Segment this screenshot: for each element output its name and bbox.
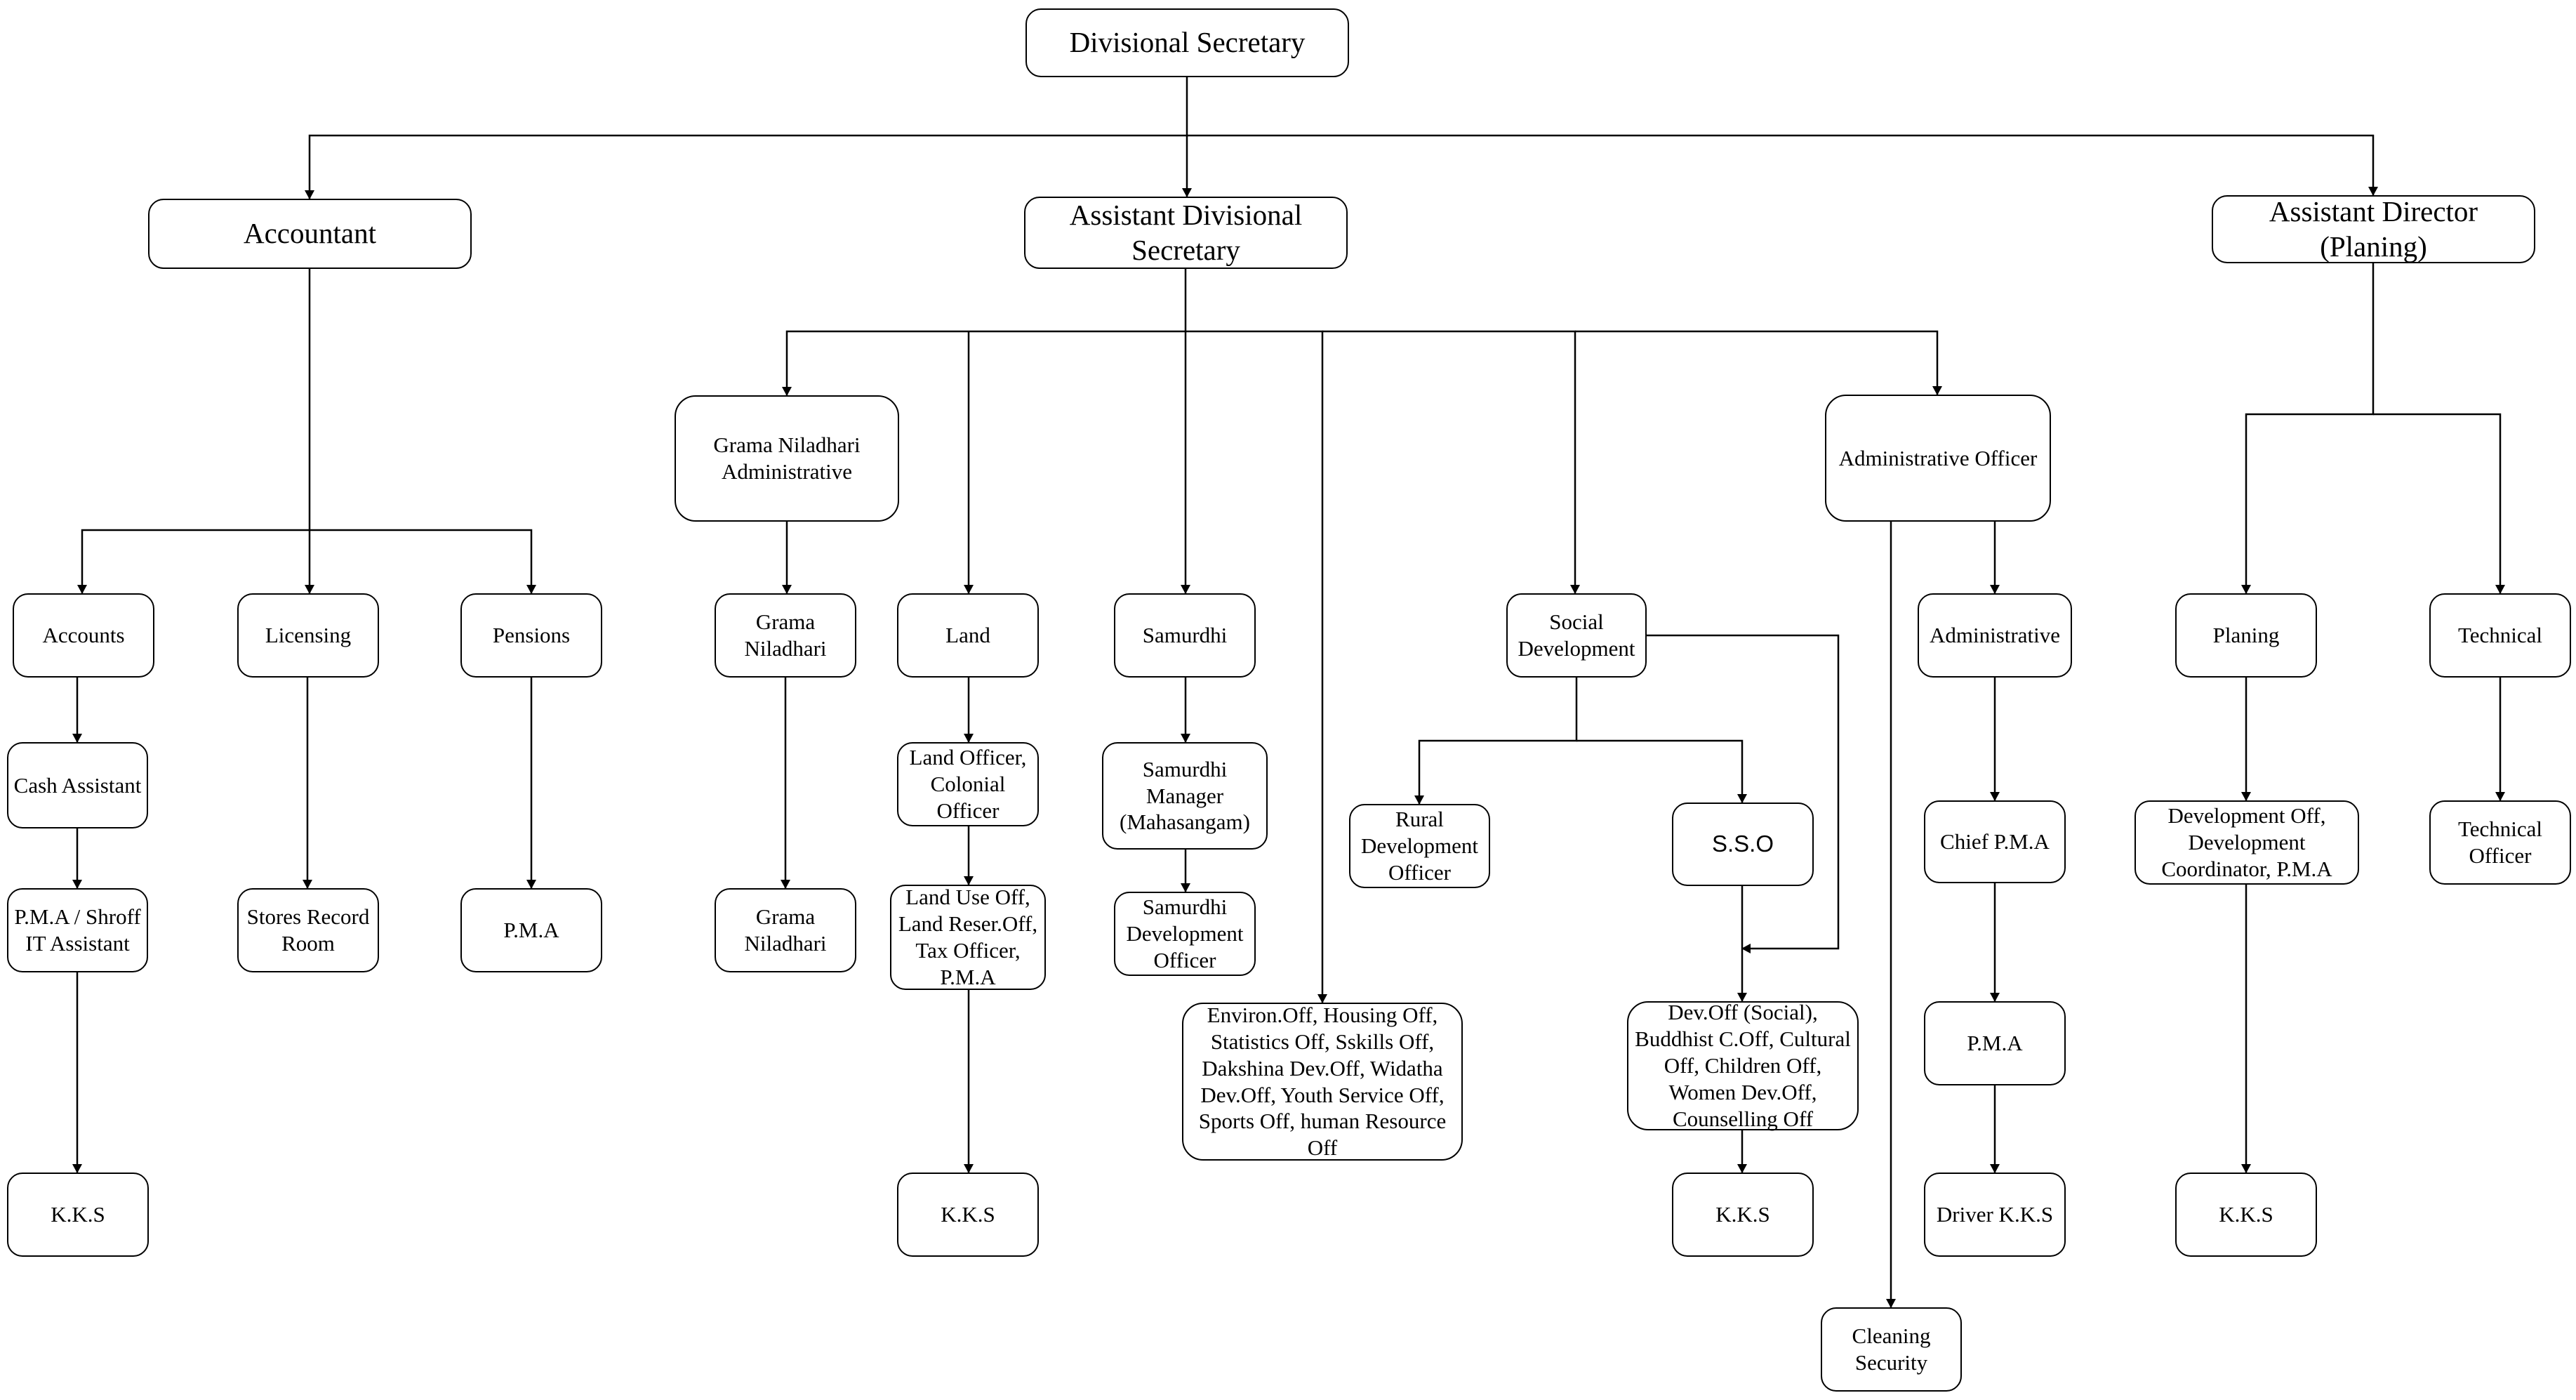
node-grama-niladhari-administrative: Grama Niladhari Administrative bbox=[675, 395, 899, 522]
node-accounts: Accounts bbox=[13, 593, 154, 678]
node-land-officer-colonial-officer: Land Officer, Colonial Officer bbox=[897, 742, 1039, 826]
node-pma-shroff-it-assistant: P.M.A / Shroff IT Assistant bbox=[7, 888, 148, 972]
node-grama-niladhari-1: Grama Niladhari bbox=[715, 593, 856, 678]
node-planing-kks: K.K.S bbox=[2175, 1173, 2317, 1257]
node-admin-pma: P.M.A bbox=[1924, 1001, 2066, 1085]
node-social-development: Social Development bbox=[1506, 593, 1647, 678]
node-samurdhi-development-officer: Samurdhi Development Officer bbox=[1114, 892, 1256, 976]
node-sso: S.S.O bbox=[1672, 803, 1814, 886]
node-pensions: Pensions bbox=[460, 593, 602, 678]
node-accountant: Accountant bbox=[148, 199, 472, 269]
node-dev-off-social: Dev.Off (Social), Buddhist C.Off, Cultur… bbox=[1627, 1000, 1859, 1131]
node-licensing: Licensing bbox=[237, 593, 379, 678]
node-social-kks: K.K.S bbox=[1672, 1173, 1814, 1257]
node-administrative: Administrative bbox=[1918, 593, 2072, 678]
node-grama-niladhari-2: Grama Niladhari bbox=[715, 888, 856, 972]
node-cleaning-security: Cleaning Security bbox=[1821, 1307, 1962, 1392]
node-accounts-kks: K.K.S bbox=[7, 1173, 149, 1257]
node-development-off-coordinator: Development Off, Development Coordinator… bbox=[2135, 800, 2359, 885]
node-technical: Technical bbox=[2429, 593, 2571, 678]
node-pensions-pma: P.M.A bbox=[460, 888, 602, 972]
node-environ-housing-statistics-officers: Environ.Off, Housing Off, Statistics Off… bbox=[1182, 1003, 1463, 1161]
node-rural-development-officer: Rural Development Officer bbox=[1349, 804, 1490, 888]
node-stores-record-room: Stores Record Room bbox=[237, 888, 379, 972]
node-land-use-off: Land Use Off, Land Reser.Off, Tax Office… bbox=[890, 885, 1046, 990]
node-land-kks: K.K.S bbox=[897, 1173, 1039, 1257]
node-chief-pma: Chief P.M.A bbox=[1924, 800, 2066, 883]
node-technical-officer: Technical Officer bbox=[2429, 800, 2571, 885]
node-planing: Planing bbox=[2175, 593, 2317, 678]
node-land: Land bbox=[897, 593, 1039, 678]
node-administrative-officer: Administrative Officer bbox=[1825, 395, 2051, 522]
node-driver-kks: Driver K.K.S bbox=[1924, 1173, 2066, 1257]
node-samurdhi-manager: Samurdhi Manager (Mahasangam) bbox=[1102, 742, 1268, 850]
node-assistant-divisional-secretary: Assistant Divisional Secretary bbox=[1024, 197, 1348, 269]
node-cash-assistant: Cash Assistant bbox=[7, 742, 148, 828]
node-assistant-director-planing: Assistant Director (Planing) bbox=[2212, 195, 2535, 263]
node-divisional-secretary: Divisional Secretary bbox=[1025, 8, 1349, 77]
node-samurdhi: Samurdhi bbox=[1114, 593, 1256, 678]
